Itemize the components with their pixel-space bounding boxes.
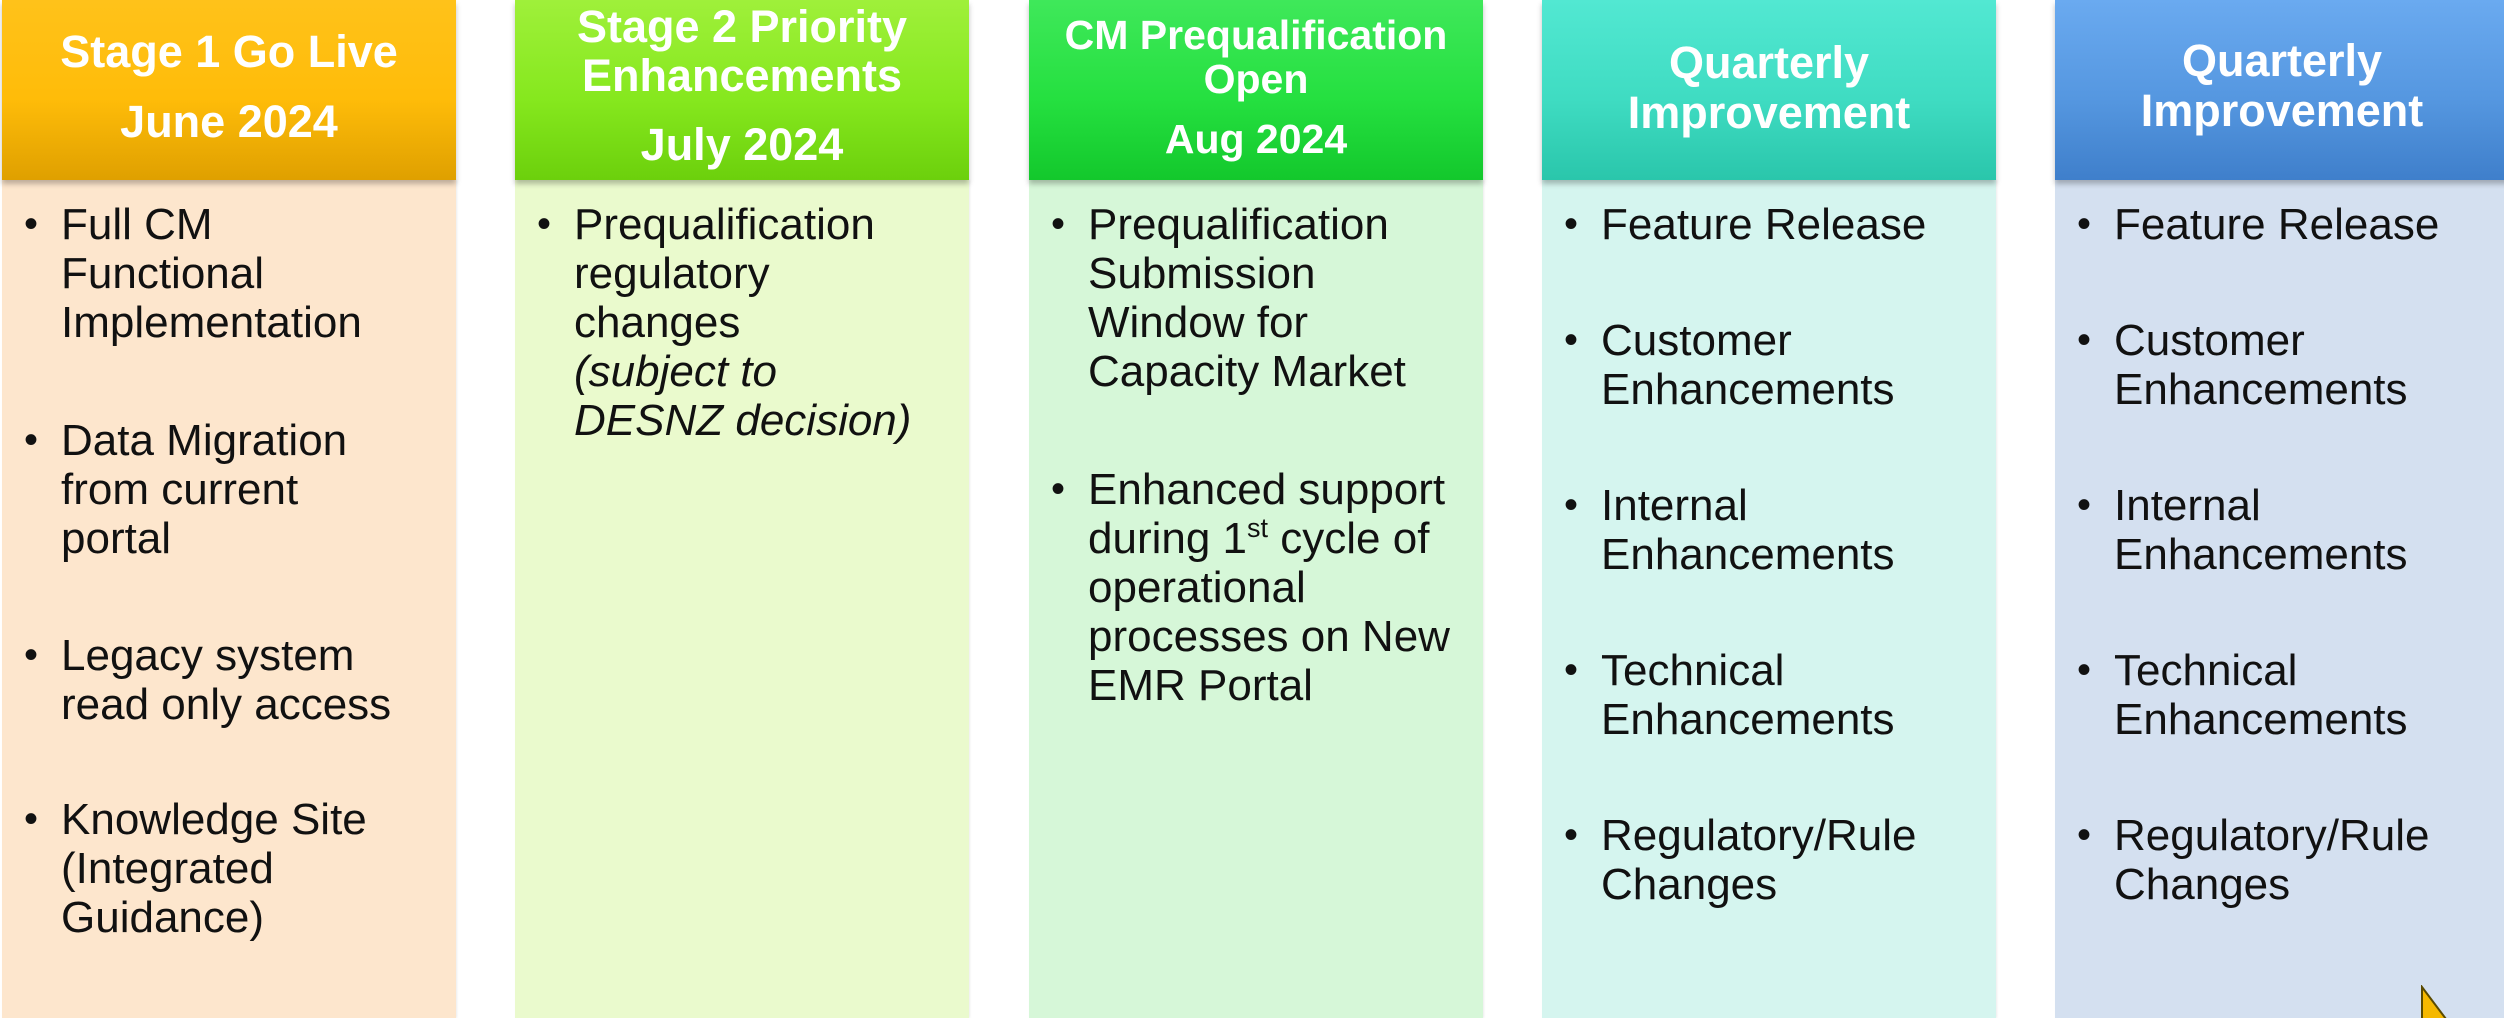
- bullet-icon: •: [2077, 813, 2092, 857]
- bullet-icon: •: [1051, 467, 1066, 511]
- header-title: Open: [1203, 56, 1309, 102]
- header-title: Stage 2 Priority: [576, 1, 908, 52]
- header-title: Quarterly: [2181, 35, 2383, 86]
- list-item: • Internal Enhancements: [1564, 481, 1988, 579]
- header-date: Aug 2024: [1164, 116, 1348, 162]
- item-text: Legacy system read only access: [61, 631, 392, 729]
- cm-prequalification-open-column: CM Prequalification Open Aug 2024 • Preq…: [1029, 0, 1483, 1018]
- item-text: Prequalification Submission Window for C…: [1088, 200, 1406, 396]
- bullet-icon: •: [1564, 648, 1579, 692]
- list-item: • Data Migration from current portal: [24, 416, 448, 563]
- item-text: Feature Release: [1601, 200, 1927, 249]
- item-text: Feature Release: [2114, 200, 2440, 249]
- item-text: Full CM Functional Implementation: [61, 200, 362, 347]
- item-text: Technical Enhancements: [1601, 646, 1895, 744]
- mouse-pointer-icon: [2421, 985, 2447, 1018]
- bullet-icon: •: [537, 202, 552, 246]
- bullet-icon: •: [1564, 202, 1579, 246]
- list-item: • Technical Enhancements: [2077, 646, 2501, 744]
- item-text: Data Migration from current portal: [61, 416, 348, 563]
- bullet-icon: •: [1564, 483, 1579, 527]
- list-item: • Knowledge Site (Integrated Guidance): [24, 795, 448, 942]
- header-date: July 2024: [640, 119, 844, 170]
- list-item: • Enhanced support during 1st cycle of o…: [1051, 465, 1475, 710]
- list-item: • Feature Release: [1564, 200, 1988, 249]
- header-title: Improvement: [2140, 85, 2424, 136]
- quarterly-improvement-column: Quarterly Improvement • Feature Release …: [2055, 0, 2504, 1018]
- list-item: • Prequalification regulatory changes (s…: [537, 200, 961, 445]
- column-header: Stage 2 Priority Enhancements July 2024: [515, 0, 969, 180]
- list-item: • Technical Enhancements: [1564, 646, 1988, 744]
- bullet-icon: •: [2077, 202, 2092, 246]
- header-title: Enhancements: [581, 50, 903, 101]
- column-body: • Full CM Functional Implementation • Da…: [2, 180, 456, 1018]
- item-text: Prequalification regulatory changes: [574, 200, 875, 347]
- ordinal-superscript: st: [1247, 513, 1269, 543]
- list-item: • Customer Enhancements: [2077, 316, 2501, 414]
- list-item: • Regulatory/Rule Changes: [1564, 811, 1988, 909]
- stage-2-priority-enhancements-column: Stage 2 Priority Enhancements July 2024 …: [515, 0, 969, 1018]
- item-text: Internal Enhancements: [1601, 481, 1895, 579]
- bullet-icon: •: [24, 202, 39, 246]
- bullet-icon: •: [24, 797, 39, 841]
- item-text: Regulatory/Rule Changes: [2114, 811, 2430, 909]
- bullet-icon: •: [1564, 318, 1579, 362]
- bullet-icon: •: [2077, 648, 2092, 692]
- bullet-icon: •: [24, 418, 39, 462]
- list-item: • Regulatory/Rule Changes: [2077, 811, 2501, 909]
- bullet-icon: •: [24, 633, 39, 677]
- list-item: • Full CM Functional Implementation: [24, 200, 448, 347]
- column-body: • Prequalification regulatory changes (s…: [515, 180, 969, 1018]
- list-item: • Internal Enhancements: [2077, 481, 2501, 579]
- column-body: • Prequalification Submission Window for…: [1029, 180, 1483, 1018]
- item-text: Knowledge Site (Integrated Guidance): [61, 795, 367, 942]
- header-title: Quarterly: [1668, 37, 1870, 88]
- header-title: Improvement: [1627, 87, 1911, 138]
- item-text: Customer Enhancements: [1601, 316, 1895, 414]
- quarterly-improvement-column: Quarterly Improvement • Feature Release …: [1542, 0, 1996, 1018]
- item-text: Customer Enhancements: [2114, 316, 2408, 414]
- item-note: (subject to DESNZ decision): [574, 347, 912, 445]
- item-text: Enhanced support during 1st cycle of ope…: [1088, 465, 1450, 710]
- list-item: • Customer Enhancements: [1564, 316, 1988, 414]
- bullet-icon: •: [2077, 483, 2092, 527]
- column-header: Quarterly Improvement: [1542, 0, 1996, 180]
- bullet-icon: •: [2077, 318, 2092, 362]
- header-title: CM Prequalification: [1064, 12, 1448, 58]
- list-item: • Feature Release: [2077, 200, 2501, 249]
- stage-1-go-live-column: Stage 1 Go Live June 2024 • Full CM Func…: [2, 0, 456, 1018]
- item-text: Internal Enhancements: [2114, 481, 2408, 579]
- item-text: Regulatory/Rule Changes: [1601, 811, 1917, 909]
- header-date: June 2024: [120, 96, 338, 147]
- column-header: CM Prequalification Open Aug 2024: [1029, 0, 1483, 180]
- column-body: • Feature Release • Customer Enhancement…: [1542, 180, 1996, 1018]
- list-item: • Prequalification Submission Window for…: [1051, 200, 1475, 396]
- bullet-icon: •: [1051, 202, 1066, 246]
- column-header: Stage 1 Go Live June 2024: [2, 0, 456, 180]
- item-text: Technical Enhancements: [2114, 646, 2408, 744]
- column-body: • Feature Release • Customer Enhancement…: [2055, 180, 2504, 1018]
- column-header: Quarterly Improvement: [2055, 0, 2504, 180]
- bullet-icon: •: [1564, 813, 1579, 857]
- list-item: • Legacy system read only access: [24, 631, 448, 729]
- header-title: Stage 1 Go Live: [60, 26, 398, 77]
